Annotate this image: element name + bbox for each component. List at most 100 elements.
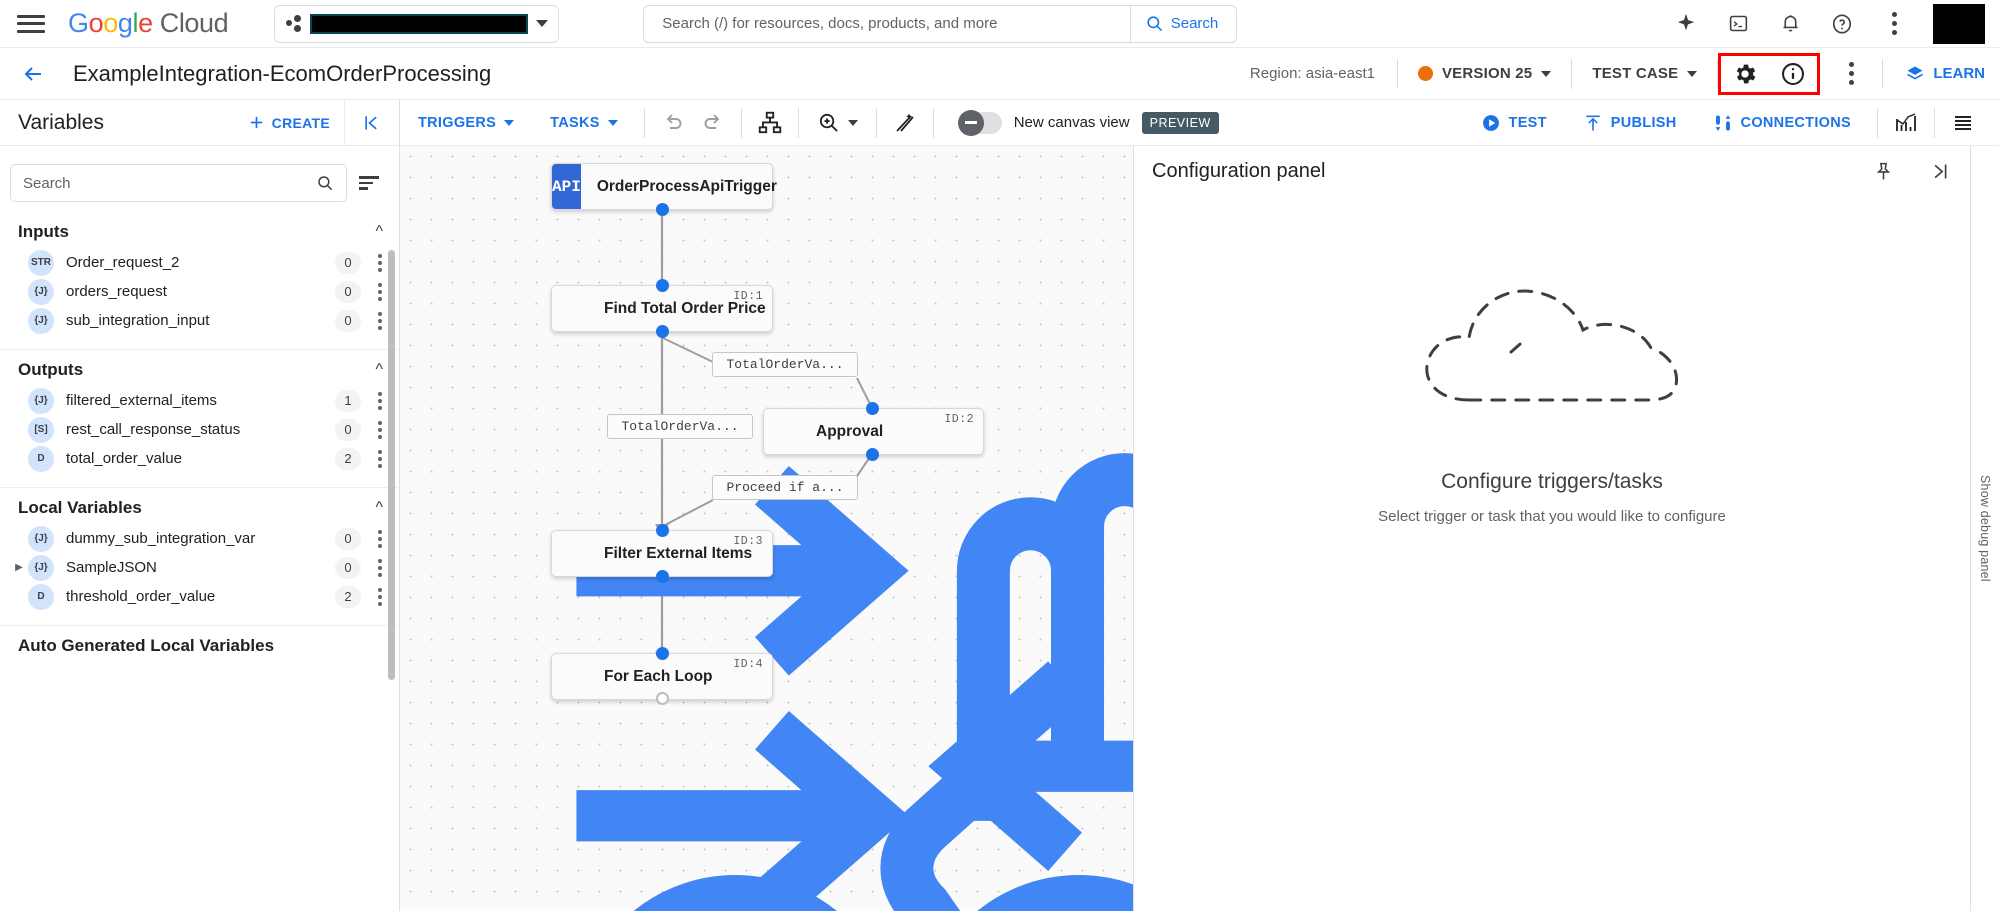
group-header[interactable]: Outputs ^ — [0, 350, 399, 386]
auto-layout-button[interactable] — [750, 103, 790, 143]
pin-icon[interactable] — [1870, 158, 1896, 184]
variable-more-icon[interactable] — [371, 253, 389, 272]
node-input-port[interactable] — [656, 647, 669, 660]
variable-row[interactable]: D threshold_order_value 2 — [0, 582, 399, 611]
highlighted-icon-group — [1718, 52, 1821, 95]
notifications-bell-icon[interactable] — [1777, 11, 1803, 37]
divider — [1882, 58, 1884, 89]
node-output-port[interactable] — [656, 203, 669, 216]
publish-label: PUBLISH — [1610, 114, 1677, 131]
variable-more-icon[interactable] — [371, 587, 389, 606]
variable-row[interactable]: {J} orders_request 0 — [0, 277, 399, 306]
variables-search-input[interactable] — [23, 174, 316, 192]
node-input-port[interactable] — [656, 524, 669, 537]
connections-button[interactable]: CONNECTIONS — [1695, 113, 1869, 133]
test-case-selector[interactable]: TEST CASE — [1572, 57, 1717, 91]
hamburger-menu-icon[interactable] — [16, 13, 46, 35]
variable-row[interactable]: {J} dummy_sub_integration_var 0 — [0, 524, 399, 553]
user-avatar[interactable] — [1933, 3, 1985, 44]
group-header[interactable]: Local Variables ^ — [0, 488, 399, 524]
variable-row[interactable]: {J} filtered_external_items 1 — [0, 386, 399, 415]
configuration-panel-header: Configuration panel — [1134, 146, 1970, 196]
chevron-up-icon[interactable]: ^ — [375, 361, 383, 378]
global-search[interactable]: Search — [643, 4, 1238, 43]
info-button[interactable] — [1769, 56, 1817, 92]
logs-button[interactable] — [1943, 103, 1983, 143]
node-output-port[interactable] — [656, 325, 669, 338]
variable-more-icon[interactable] — [371, 449, 389, 468]
variable-type-badge: STR — [28, 249, 54, 276]
settings-button[interactable] — [1721, 56, 1769, 92]
gemini-sparkle-icon[interactable] — [1673, 11, 1699, 37]
integration-canvas[interactable]: API OrderProcessApiTrigger Find Total Or… — [400, 146, 1133, 911]
variable-more-icon[interactable] — [371, 282, 389, 301]
zoom-control[interactable] — [807, 103, 868, 143]
chevron-up-icon[interactable]: ^ — [375, 499, 383, 516]
edge-label[interactable]: TotalOrderVa... — [712, 352, 858, 377]
show-debug-panel-label[interactable]: Show debug panel — [1978, 475, 1992, 582]
node-input-port[interactable] — [656, 279, 669, 292]
project-dots-icon — [285, 14, 302, 34]
expand-panel-icon[interactable] — [1926, 158, 1952, 184]
publish-button[interactable]: PUBLISH — [1565, 113, 1695, 133]
help-question-icon[interactable] — [1829, 11, 1855, 37]
row-expander-icon[interactable]: ▶ — [15, 562, 23, 573]
node-output-port[interactable] — [656, 570, 669, 583]
api-trigger-icon: API — [552, 164, 581, 209]
group-header[interactable]: Auto Generated Local Variables — [0, 626, 399, 662]
search-input[interactable] — [644, 5, 1130, 42]
search-icon — [1147, 16, 1162, 32]
analytics-button[interactable] — [1886, 103, 1926, 143]
variable-type-badge: {J} — [28, 278, 54, 305]
triggers-menu[interactable]: TRIGGERS — [400, 115, 532, 131]
divider — [932, 107, 934, 138]
topbar-more-vert-icon[interactable] — [1881, 12, 1907, 35]
collapse-panel-icon[interactable] — [344, 100, 399, 146]
edge-label[interactable]: TotalOrderVa... — [607, 414, 753, 439]
new-canvas-view-toggle[interactable] — [957, 109, 1002, 136]
test-button[interactable]: TEST — [1463, 113, 1565, 133]
variable-row[interactable]: [S] rest_call_response_status 0 — [0, 415, 399, 444]
version-selector[interactable]: VERSION 25 — [1398, 57, 1571, 91]
node-output-port[interactable] — [656, 692, 669, 705]
node-label: OrderProcessApiTrigger — [596, 177, 777, 195]
page-header-actions: Region: asia-east1 VERSION 25 TEST CASE — [1250, 48, 1999, 99]
variable-row[interactable]: {J} sub_integration_input 0 — [0, 306, 399, 335]
variable-row[interactable]: ▶ {J} SampleJSON 0 — [0, 553, 399, 582]
cloud-shell-icon[interactable] — [1725, 11, 1751, 37]
page-more-vert-icon[interactable] — [1838, 62, 1864, 85]
node-id: ID:4 — [733, 658, 763, 671]
canvas-node-trigger[interactable]: API OrderProcessApiTrigger — [551, 163, 777, 210]
project-selector[interactable] — [274, 4, 560, 43]
variables-search[interactable] — [10, 164, 347, 202]
group-title: Auto Generated Local Variables — [18, 636, 275, 655]
edge-label[interactable]: Proceed if a... — [712, 475, 858, 500]
variable-count: 2 — [335, 585, 361, 608]
variable-row[interactable]: D total_order_value 2 — [0, 444, 399, 473]
variable-more-icon[interactable] — [371, 529, 389, 548]
sort-icon[interactable] — [359, 176, 385, 190]
learn-button[interactable]: LEARN — [1883, 64, 1985, 84]
variable-more-icon[interactable] — [371, 420, 389, 439]
group-header[interactable]: Inputs ^ — [0, 212, 399, 248]
redo-button[interactable] — [693, 103, 733, 143]
node-output-port[interactable] — [866, 448, 879, 461]
node-input-port[interactable] — [866, 402, 879, 415]
variable-more-icon[interactable] — [371, 558, 389, 577]
toolbar-right-actions: TEST PUBLISH CONNECTIONS — [1463, 103, 1999, 143]
variable-more-icon[interactable] — [371, 391, 389, 410]
magic-wand-button[interactable] — [885, 103, 925, 143]
divider — [875, 107, 877, 138]
search-button[interactable]: Search — [1129, 5, 1237, 42]
back-button[interactable] — [18, 59, 48, 89]
chevron-up-icon[interactable]: ^ — [375, 223, 383, 240]
undo-button[interactable] — [653, 103, 693, 143]
toggle-knob — [957, 109, 984, 136]
create-variable-button[interactable]: CREATE — [248, 114, 330, 131]
debug-panel-rail[interactable]: Show debug panel — [1970, 146, 1999, 911]
tasks-menu[interactable]: TASKS — [532, 115, 636, 131]
variable-more-icon[interactable] — [371, 311, 389, 330]
variables-scrollbar[interactable] — [388, 250, 395, 680]
variable-row[interactable]: STR Order_request_2 0 — [0, 248, 399, 277]
